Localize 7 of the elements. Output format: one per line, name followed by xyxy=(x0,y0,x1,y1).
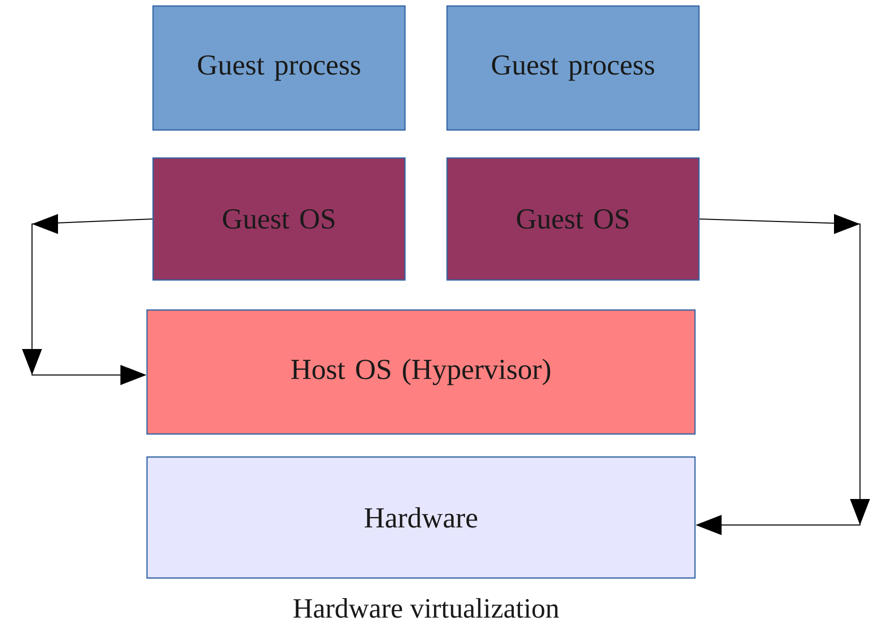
os-box: Guest OS xyxy=(152,157,406,281)
hardware-box: Hardware xyxy=(146,456,696,579)
process-box: Guest process xyxy=(152,5,406,131)
process-box: Guest process xyxy=(446,5,700,131)
caption: Hardware virtualization xyxy=(293,598,559,618)
os-box: Guest OS xyxy=(446,157,700,281)
hypervisor-box: Host OS (Hypervisor) xyxy=(146,309,696,435)
